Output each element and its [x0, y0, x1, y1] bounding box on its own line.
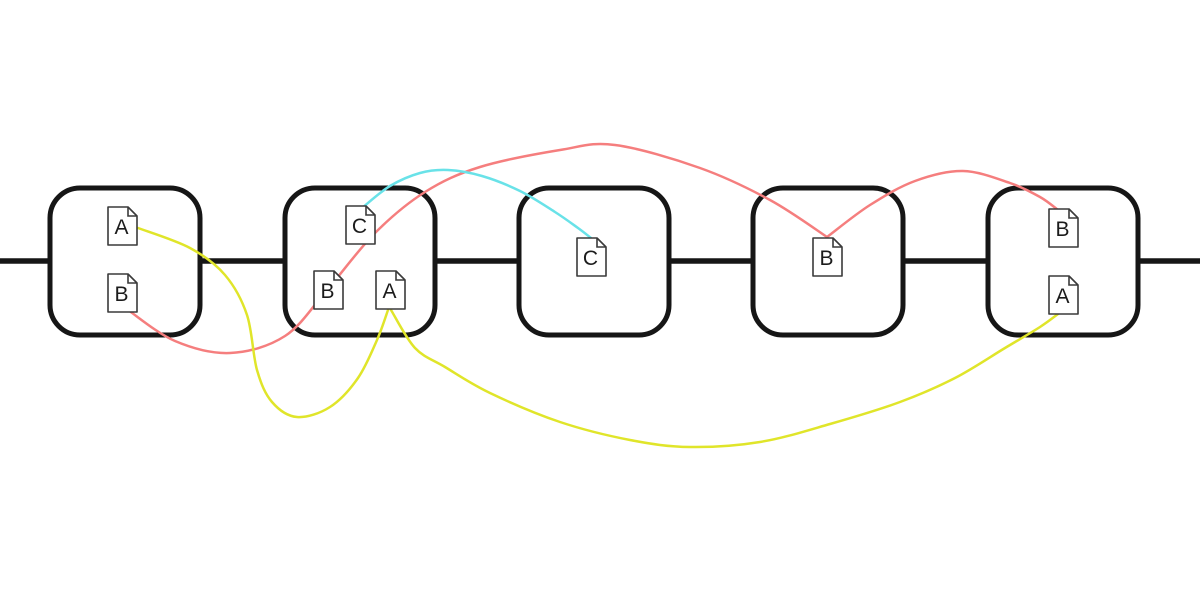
node-2-document-b-label: B	[320, 280, 334, 303]
link-yellow-a1-a2	[136, 226, 390, 419]
node-1-box	[47, 185, 203, 338]
node-1-document-a-fold-icon	[127, 207, 137, 217]
node-5-document-b-fold-icon	[1068, 209, 1078, 219]
node-2-document-b-fold-icon	[333, 271, 343, 281]
node-5-document-a-fold-icon	[1068, 276, 1078, 286]
link-red-b4-b5	[825, 169, 1060, 239]
node-5-document-a-label: A	[1055, 285, 1069, 308]
node-3-document-c-label: C	[583, 247, 598, 270]
node-2-document-a-label: A	[382, 280, 396, 303]
node-1-document-b-label: B	[114, 283, 128, 306]
link-cyan-c2-c3	[360, 168, 593, 240]
node-5-document-b-label: B	[1055, 218, 1069, 241]
node-2-document-a-fold-icon	[395, 271, 405, 281]
link-red-b1-b4	[126, 142, 829, 355]
node-1-document-b-fold-icon	[127, 274, 137, 284]
node-3-document-c-fold-icon	[596, 238, 606, 248]
node-2-document-c-label: C	[352, 215, 367, 238]
link-yellow-a2-a5	[389, 308, 1060, 449]
node-4-document-b-fold-icon	[832, 238, 842, 248]
node-4-document-b-label: B	[819, 247, 833, 270]
node-1-document-a-label: A	[114, 216, 128, 239]
node-2-document-c-fold-icon	[365, 206, 375, 216]
node-5-box	[985, 185, 1141, 338]
